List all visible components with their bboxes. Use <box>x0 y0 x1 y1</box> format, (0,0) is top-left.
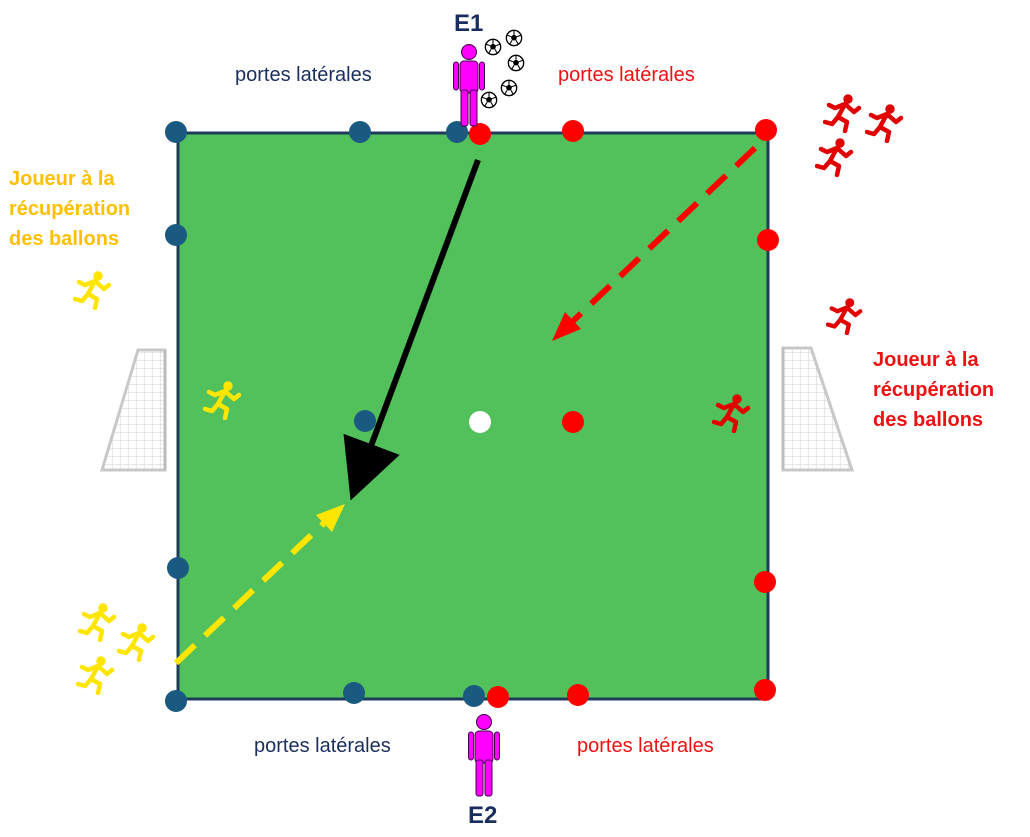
blue-gates <box>165 121 485 712</box>
gates-bottom-right-label: portes latérales <box>577 735 714 757</box>
blue-cone-marker-icon <box>165 121 187 143</box>
red-cone-marker-icon <box>754 679 776 701</box>
blue-cone-marker-icon <box>167 557 189 579</box>
blue-cone-marker-icon <box>463 685 485 707</box>
running-player-icon <box>78 657 112 693</box>
red-recovery-player-icon <box>828 299 860 333</box>
blue-cone-marker-icon <box>349 121 371 143</box>
red-cone-marker-icon <box>469 123 491 145</box>
recovery-left-line-2: récupération <box>9 198 131 220</box>
red-cone-marker-icon <box>754 571 776 593</box>
coach-e2-icon <box>468 714 500 797</box>
recovery-right-line-2: récupération <box>873 379 995 401</box>
gates-bottom-left-label: portes latérales <box>254 735 391 757</box>
yellow-recovery-player-icon <box>75 272 109 308</box>
red-gates <box>469 119 779 708</box>
soccer-ball-icon <box>505 29 523 47</box>
soccer-balls-icon <box>480 29 525 109</box>
red-team-group <box>817 95 901 175</box>
coach-e1-icon <box>453 44 485 127</box>
yellow-run-arrow <box>173 504 345 666</box>
running-player-icon <box>119 624 153 660</box>
soccer-ball-icon <box>484 38 502 56</box>
red-run-arrow <box>552 145 758 341</box>
red-cone-marker-icon <box>757 229 779 251</box>
gates-top-right-label: portes latérales <box>558 64 695 86</box>
running-player-icon <box>80 604 114 640</box>
recovery-right-line-3: des ballons <box>873 409 984 431</box>
center-spot <box>469 411 491 433</box>
coach-e1-label: E1 <box>454 10 484 37</box>
red-cone-marker-icon <box>755 119 777 141</box>
blue-cone-marker-icon <box>354 410 376 432</box>
soccer-ball-icon <box>507 54 525 72</box>
goal-left-icon <box>99 348 167 472</box>
blue-cone-marker-icon <box>343 682 365 704</box>
recovery-left-line-1: Joueur à la <box>9 168 115 190</box>
coach-e2-label: E2 <box>468 802 498 829</box>
running-player-icon <box>817 139 851 175</box>
recovery-right-line-1: Joueur à la <box>873 349 979 371</box>
goal-right-icon <box>781 346 855 472</box>
blue-cone-marker-icon <box>165 690 187 712</box>
pass-arrow <box>343 158 481 501</box>
recovery-left-label: Joueur à la récupération des ballons <box>9 164 130 254</box>
red-cone-marker-icon <box>487 686 509 708</box>
red-cone-marker-icon <box>562 411 584 433</box>
running-player-icon <box>825 95 859 131</box>
blue-cone-marker-icon <box>165 224 187 246</box>
gates-top-left-label: portes latérales <box>235 64 372 86</box>
soccer-ball-icon <box>500 79 518 97</box>
recovery-right-label: Joueur à la récupération des ballons <box>873 345 994 435</box>
recovery-left-line-3: des ballons <box>9 228 120 250</box>
red-cone-marker-icon <box>562 120 584 142</box>
soccer-ball-icon <box>480 91 498 109</box>
running-player-icon <box>867 105 901 141</box>
red-cone-marker-icon <box>567 684 589 706</box>
yellow-team-group <box>78 604 153 693</box>
blue-cone-marker-icon <box>446 121 468 143</box>
